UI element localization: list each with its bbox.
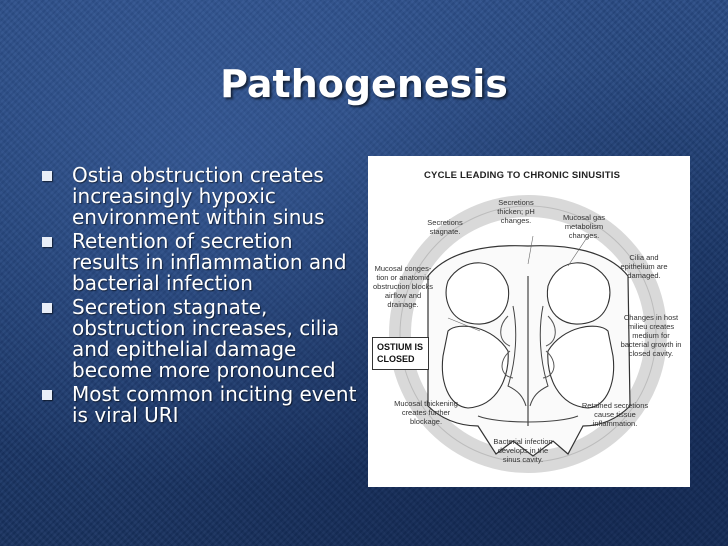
bullet-text: Retention of secretion results in inflam… xyxy=(72,229,347,295)
label-bacterial-infection: Bacterial infection develops in the sinu… xyxy=(493,437,553,464)
sinus-anatomy-illustration xyxy=(389,195,667,473)
bullet-item: Ostia obstruction creates increasingly h… xyxy=(40,165,360,228)
sinusitis-cycle-diagram: CYCLE LEADING TO CHRONIC SINUSITIS Secre… xyxy=(368,156,690,487)
bullet-text: Secretion stagnate, obstruction increase… xyxy=(72,295,340,382)
square-bullet-icon xyxy=(42,303,52,313)
square-bullet-icon xyxy=(42,390,52,400)
slide-title: Pathogenesis xyxy=(220,62,508,106)
square-bullet-icon xyxy=(42,171,52,181)
bullet-list: Ostia obstruction creates increasingly h… xyxy=(40,165,360,429)
label-retained-secretions: Retained secretions cause tissue inflamm… xyxy=(581,401,649,428)
label-secretions-thicken: Secretions thicken; pH changes. xyxy=(497,198,535,225)
label-mucosal-congestion: Mucosal conges- tion or anatomic obstruc… xyxy=(372,264,434,309)
bullet-item: Retention of secretion results in inflam… xyxy=(40,231,360,294)
label-mucosal-gas: Mucosal gas metabolism changes. xyxy=(562,213,606,240)
bullet-item: Secretion stagnate, obstruction increase… xyxy=(40,297,360,381)
label-host-milieu: Changes in host milieu creates medium fo… xyxy=(620,313,682,358)
diagram-title: CYCLE LEADING TO CHRONIC SINUSITIS xyxy=(424,170,621,181)
square-bullet-icon xyxy=(42,237,52,247)
bullet-text: Most common inciting event is viral URI xyxy=(72,382,357,427)
label-mucosal-thickening: Mucosal thickening creates further block… xyxy=(394,399,458,426)
bullet-item: Most common inciting event is viral URI xyxy=(40,384,360,426)
label-cilia-damaged: Cilia and epithelium are damaged. xyxy=(620,253,668,280)
label-ostium-closed: OSTIUM IS CLOSED xyxy=(372,337,429,370)
label-secretions-stagnate: Secretions stagnate. xyxy=(427,218,463,236)
bullet-text: Ostia obstruction creates increasingly h… xyxy=(72,163,325,229)
